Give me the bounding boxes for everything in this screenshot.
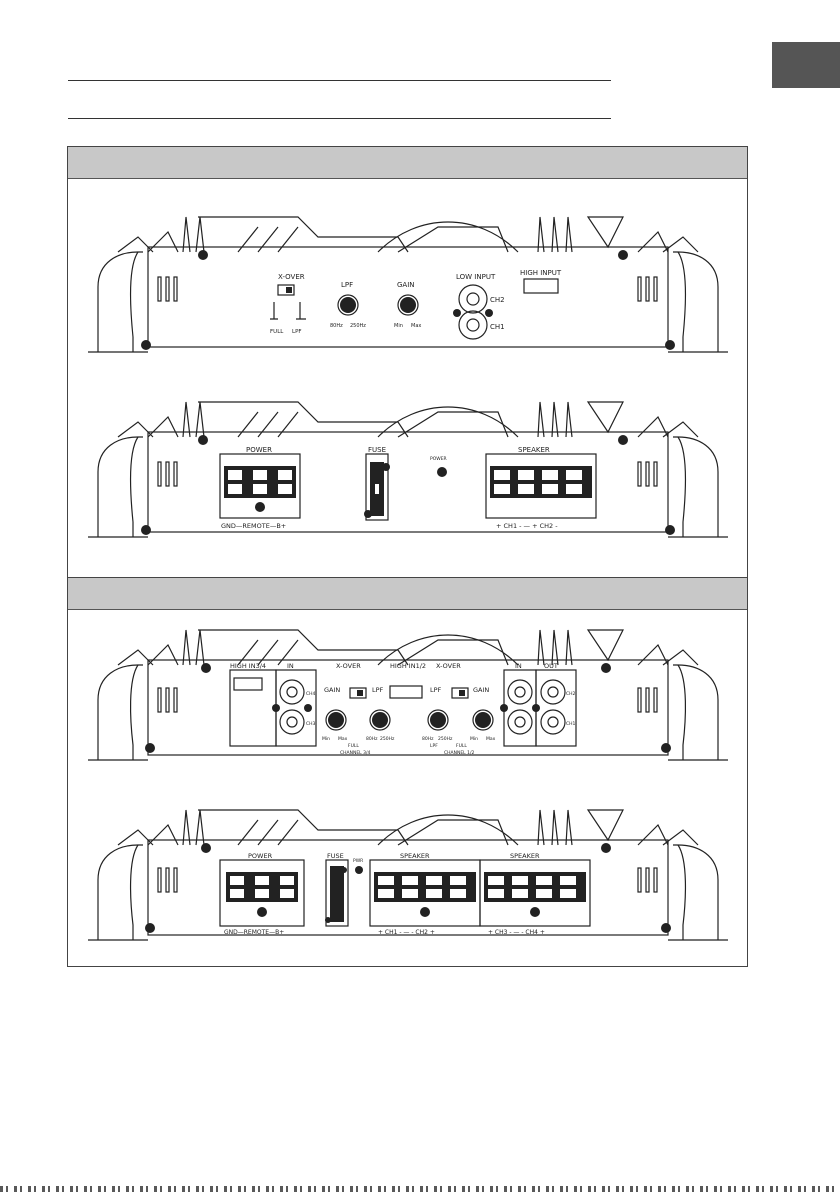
label-lpf-switch: LPF [292,329,302,335]
language-tab [772,42,840,88]
header-rule-bottom [68,118,611,119]
label-lpf34-max: 250Hz [380,736,395,742]
label-gain34: GAIN [324,686,340,694]
label-gain-max: Max [411,323,421,329]
label-lpf34-min: 80Hz [366,736,378,742]
amp-4ch-front-panel: HIGH IN3/4 IN CH4 CH3 X-OVER GAIN Min Ma… [88,629,728,761]
label-speaker4-1-sub: + CH1 - — - CH2 + [378,929,435,936]
label-gain-min: Min [394,323,403,329]
label-ch2-4: CH2 [566,691,576,697]
label-lpf12: LPF [430,686,442,694]
label-lpf12-max: 250Hz [438,736,453,742]
label-out: OUT [544,662,558,670]
header-rule-top [68,80,611,81]
label-high-in34: HIGH IN3/4 [230,662,266,670]
label-xover12: X-OVER [436,662,461,670]
label-full34: FULL [348,743,359,749]
label-ch1: CH1 [490,323,505,331]
section-4ch-title-bar [68,578,747,610]
label-speaker4-2: SPEAKER [510,852,540,860]
amp-2ch-front-panel: X-OVER FULL LPF LPF 80Hz 250Hz GAIN Min … [88,216,728,353]
label-gain12: GAIN [473,686,489,694]
label-channel12: CHANNEL 1/2 [444,750,474,756]
label-gain: GAIN [397,281,415,289]
section-2ch-title-bar [68,147,747,179]
section-2ch-frame: X-OVER FULL LPF LPF 80Hz 250Hz GAIN Min … [67,146,748,578]
label-gain12-min: Min [470,736,478,742]
section-4ch-frame: HIGH IN3/4 IN CH4 CH3 X-OVER GAIN Min Ma… [67,577,748,967]
label-power-led: POWER [430,456,447,462]
label-gain12-max: Max [486,736,496,742]
amp-2ch-rear-panel: POWER GND—REMOTE—B+ FUSE POWER SPEAKER +… [88,401,728,538]
label-lpf12-sub: LPF [430,743,438,749]
amp-4ch-rear-panel: POWER GND—REMOTE—B+ FUSE PWR SPEAKER + C… [88,809,728,941]
label-speaker4-1: SPEAKER [400,852,430,860]
label-lpf-min: 80Hz [330,323,343,329]
label-high-in12: HIGH IN1/2 [390,662,426,670]
label-xover: X-OVER [278,273,305,281]
label-ch1-4: CH1 [566,721,576,727]
label-pwr: PWR [353,858,363,864]
label-ch2: CH2 [490,296,505,304]
label-gain34-max: Max [338,736,348,742]
label-lpf: LPF [341,281,353,289]
label-low-input: LOW INPUT [456,273,496,281]
label-power: POWER [246,446,272,454]
label-channel34: CHANNEL 3/4 [340,750,370,756]
label-fuse: FUSE [368,446,386,454]
label-full: FULL [270,329,284,335]
label-speaker: SPEAKER [518,446,550,454]
label-lpf12-min: 80Hz [422,736,434,742]
label-power-sub: GND—REMOTE—B+ [221,522,286,530]
label-xover34: X-OVER [336,662,361,670]
label-fuse4: FUSE [327,852,344,860]
label-power4-sub: GND—REMOTE—B+ [224,929,284,936]
label-ch4: CH4 [306,691,316,697]
bottom-scan-artifact [0,1186,840,1192]
label-high-input: HIGH INPUT [520,269,562,277]
label-speaker4-2-sub: + CH3 - — - CH4 + [488,929,545,936]
label-gain34-min: Min [322,736,330,742]
label-speaker-sub: + CH1 - — + CH2 - [496,522,558,530]
label-lpf34: LPF [372,686,384,694]
label-power4: POWER [248,852,273,860]
label-in12: IN [515,662,522,670]
label-full12: FULL [456,743,467,749]
label-ch3: CH3 [306,721,316,727]
label-in34: IN [287,662,294,670]
label-lpf-max: 250Hz [350,323,366,329]
